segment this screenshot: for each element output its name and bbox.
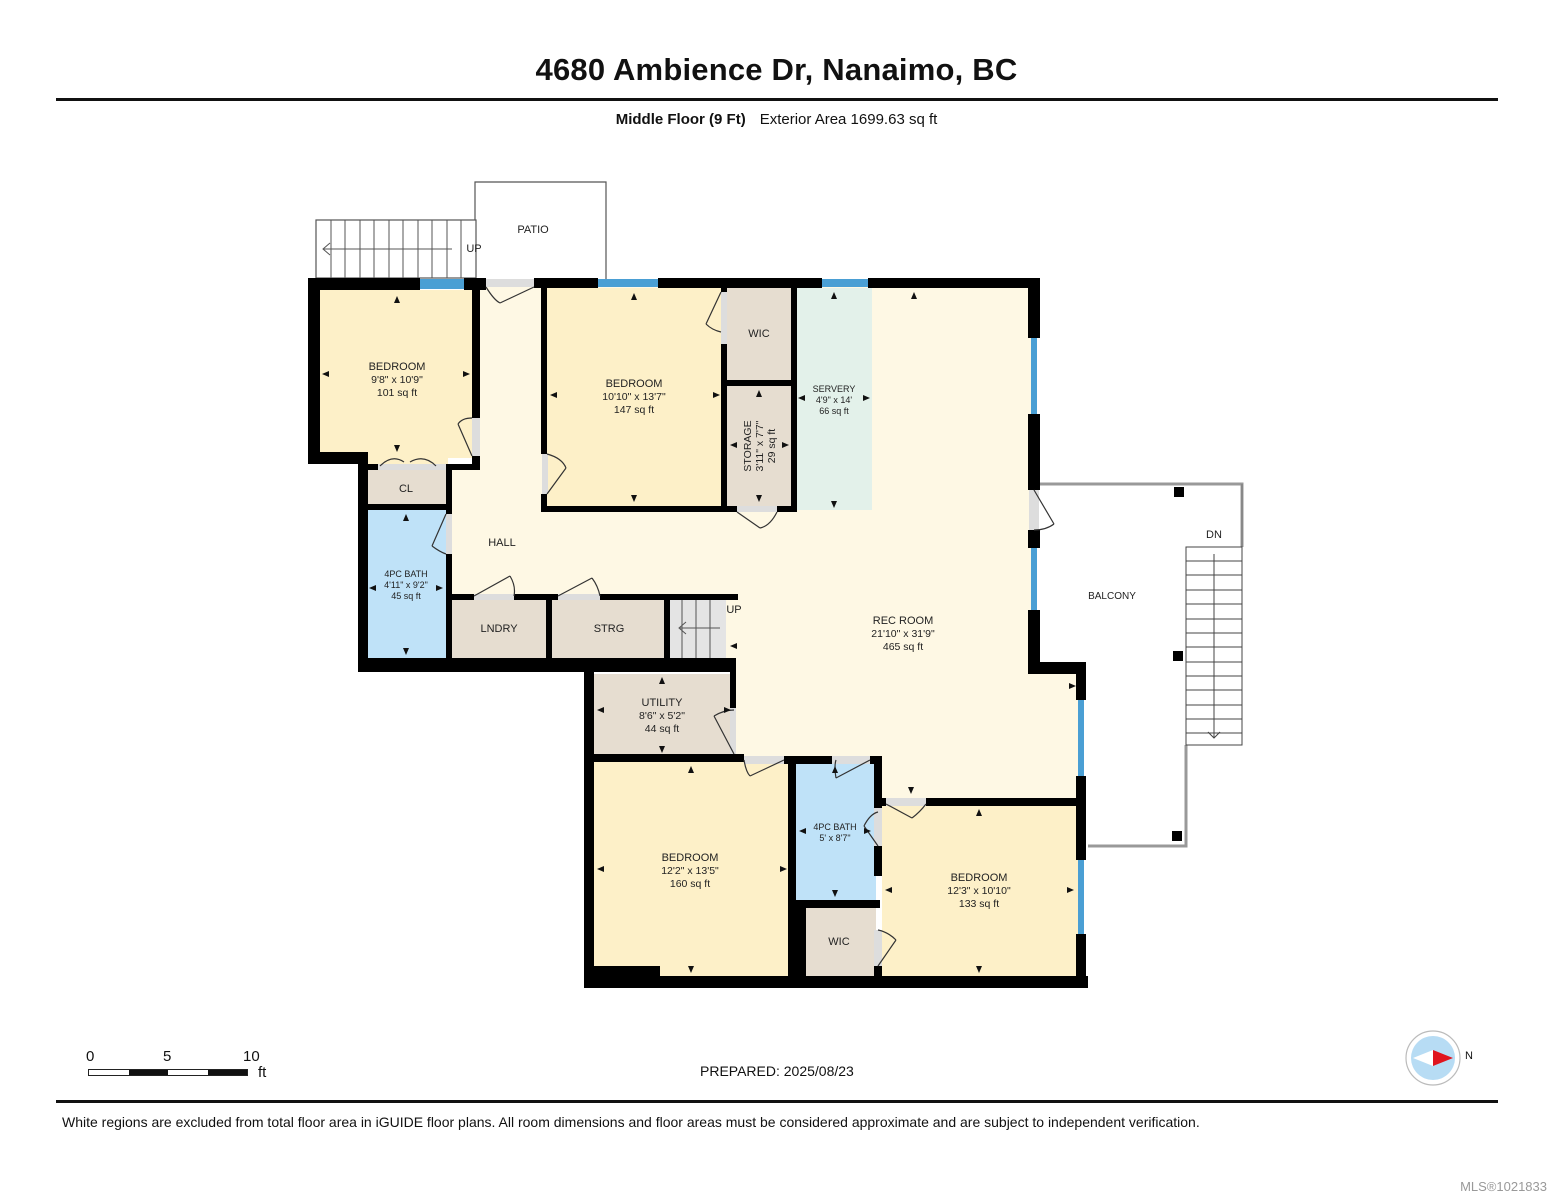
scale-bar-graphic xyxy=(88,1069,248,1076)
room-area: 160 sq ft xyxy=(670,878,710,890)
room-area: 66 sq ft xyxy=(819,406,849,416)
room-storage: STORAGE 3'11" x 7'7" 29 sq ft xyxy=(742,420,778,471)
scale-tick-5: 5 xyxy=(163,1048,172,1065)
room-dims: 4'11" x 9'2" xyxy=(384,580,428,590)
room-name: SERVERY xyxy=(813,384,856,394)
patio-stairs xyxy=(322,220,462,278)
room-name: REC ROOM xyxy=(873,615,934,627)
balcony-label: BALCONY xyxy=(1088,591,1136,602)
balcony xyxy=(1040,482,1244,848)
patio-label: PATIO xyxy=(517,224,549,236)
scale-bar: 0 5 10 ft xyxy=(86,1048,286,1088)
compass-icon: N xyxy=(1405,1030,1475,1086)
room-dims: 5' x 8'7" xyxy=(819,833,850,843)
room-servery: SERVERY 4'9" x 14' 66 sq ft xyxy=(813,384,856,416)
room-name: BEDROOM xyxy=(662,852,719,864)
room-area: 133 sq ft xyxy=(959,898,999,910)
room-dims: 8'6" x 5'2" xyxy=(639,710,685,722)
room-name: 4PC BATH xyxy=(384,569,427,579)
room-rec-room: REC ROOM 21'10" x 31'9" 465 sq ft xyxy=(871,615,935,653)
room-name: 4PC BATH xyxy=(813,822,856,832)
room-dims: 10'10" x 13'7" xyxy=(602,391,666,403)
room-area: 29 sq ft xyxy=(766,429,778,464)
room-area: 45 sq ft xyxy=(391,591,421,601)
room-area: 44 sq ft xyxy=(645,723,680,735)
room-dims: 9'8" x 10'9" xyxy=(371,374,423,386)
room-fills xyxy=(316,284,1082,976)
room-area: 465 sq ft xyxy=(883,641,923,653)
balcony-stairs xyxy=(1185,546,1243,746)
room-dims: 3'11" x 7'7" xyxy=(754,420,766,471)
header-divider xyxy=(56,98,1498,101)
room-wic-2: WIC xyxy=(828,936,849,948)
page-title: 4680 Ambience Dr, Nanaimo, BC xyxy=(535,52,1018,87)
floor-subtitle: Middle Floor (9 Ft) Exterior Area 1699.63… xyxy=(0,111,1553,128)
compass-north-label: N xyxy=(1465,1050,1473,1062)
doors xyxy=(378,279,1055,967)
balcony-stairs-dn-label: DN xyxy=(1206,529,1222,541)
room-bedroom-1: BEDROOM 9'8" x 10'9" 101 sq ft xyxy=(369,361,426,399)
room-name: BEDROOM xyxy=(951,872,1008,884)
room-name: UTILITY xyxy=(642,697,684,709)
room-bath-2: 4PC BATH 5' x 8'7" xyxy=(813,822,856,843)
footer-divider xyxy=(56,1100,1498,1103)
room-closet: CL xyxy=(399,483,413,495)
room-area: 101 sq ft xyxy=(377,387,417,399)
room-wic-1: WIC xyxy=(748,328,769,340)
room-name: STORAGE xyxy=(742,420,754,471)
disclaimer-text: White regions are excluded from total fl… xyxy=(62,1114,1200,1130)
room-dims: 12'2" x 13'5" xyxy=(661,865,719,877)
room-name: BEDROOM xyxy=(369,361,426,373)
area-label: Exterior Area 1699.63 sq ft xyxy=(759,111,938,128)
room-laundry: LNDRY xyxy=(480,623,518,635)
interior-stairs-up-label: UP xyxy=(726,604,741,616)
scale-tick-0: 0 xyxy=(86,1048,95,1065)
dimension-arrows xyxy=(322,292,1076,973)
mls-number: MLS®1021833 xyxy=(1460,1179,1547,1194)
interior-stairs xyxy=(678,600,720,658)
room-hall: HALL xyxy=(488,537,516,549)
room-bedroom-2: BEDROOM 10'10" x 13'7" 147 sq ft xyxy=(602,378,666,416)
room-utility: UTILITY 8'6" x 5'2" 44 sq ft xyxy=(639,697,685,735)
room-name: BEDROOM xyxy=(606,378,663,390)
room-dims: 21'10" x 31'9" xyxy=(871,628,935,640)
room-bedroom-3: BEDROOM 12'2" x 13'5" 160 sq ft xyxy=(661,852,719,890)
scale-unit: ft xyxy=(258,1064,267,1081)
floor-label: Middle Floor (9 Ft) xyxy=(615,111,746,128)
room-dims: 4'9" x 14' xyxy=(816,395,852,405)
room-bedroom-4: BEDROOM 12'3" x 10'10" 133 sq ft xyxy=(947,872,1011,910)
windows xyxy=(420,279,1084,934)
room-area: 147 sq ft xyxy=(614,404,654,416)
patio-stairs-up-label: UP xyxy=(466,243,481,255)
walls xyxy=(308,278,1088,988)
scale-tick-10: 10 xyxy=(243,1048,260,1065)
room-strg: STRG xyxy=(594,623,625,635)
room-bath-1: 4PC BATH 4'11" x 9'2" 45 sq ft xyxy=(384,569,428,601)
room-dims: 12'3" x 10'10" xyxy=(947,885,1011,897)
prepared-date: PREPARED: 2025/08/23 xyxy=(700,1063,854,1079)
